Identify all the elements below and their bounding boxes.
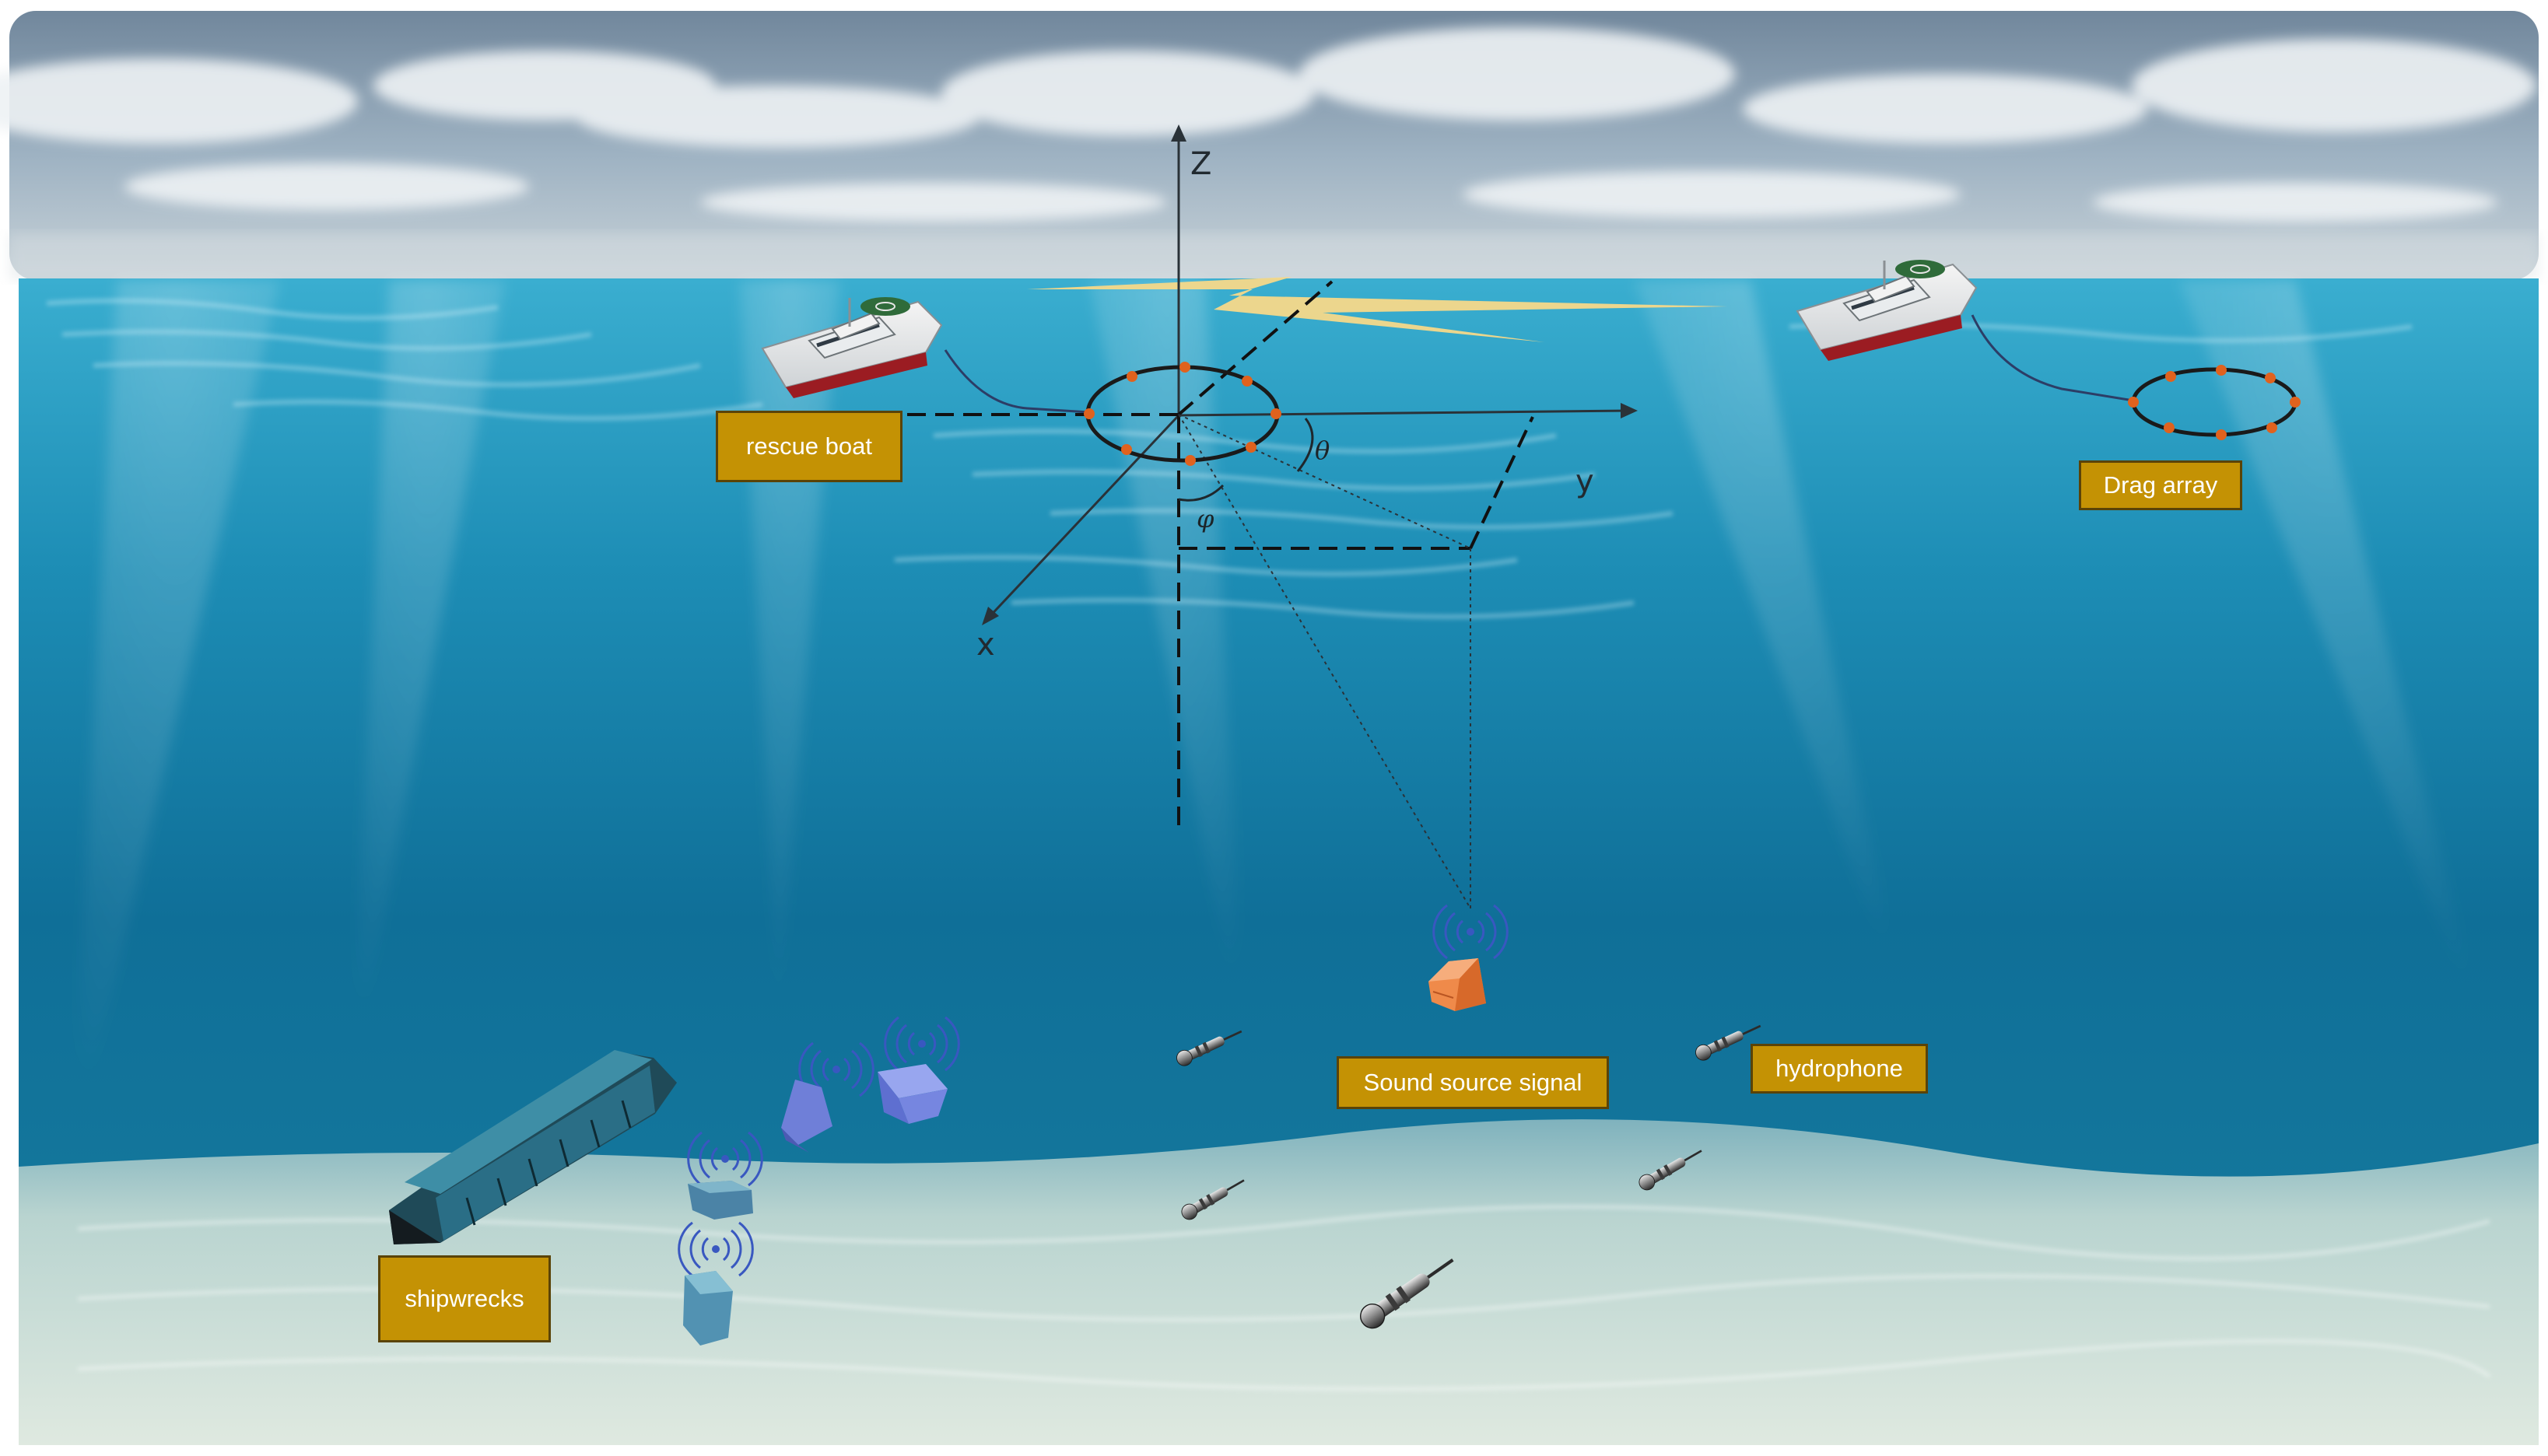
receiver-array-ring — [1084, 362, 1281, 466]
sound-source-box-icon — [1428, 958, 1486, 1011]
lightning-bolt-icon — [1027, 277, 1727, 342]
drag-array-ring — [2128, 365, 2301, 440]
cargo-box-icon — [688, 1181, 753, 1220]
rescue-boat-label: rescue boat — [716, 411, 902, 482]
debris-boxes — [678, 1016, 960, 1346]
direction-lines — [1178, 414, 1471, 909]
cargo-box-icon — [683, 1271, 733, 1346]
projection-lines — [907, 280, 1534, 828]
tow-cable — [944, 349, 1090, 414]
cargo-box-icon — [781, 1080, 832, 1153]
sound-source-signal-label: Sound source signal — [1337, 1056, 1609, 1109]
hydrophone-label: hydrophone — [1751, 1044, 1928, 1094]
y-axis-label: y — [1575, 464, 1594, 499]
phi-label: φ — [1197, 504, 1214, 534]
x-axis-label: x — [976, 627, 995, 663]
drag-array-cable — [1971, 314, 2134, 402]
drag-array-label: Drag array — [2079, 460, 2242, 510]
sky-panel — [0, 11, 2539, 280]
phi-angle-arc — [1178, 484, 1225, 502]
shipwrecks-label: shipwrecks — [378, 1255, 551, 1342]
seabed — [19, 1119, 2539, 1445]
cargo-box-icon — [878, 1064, 948, 1124]
theta-label: θ — [1315, 436, 1330, 465]
shipwreck-icon — [389, 1050, 677, 1244]
z-axis-label: Z — [1190, 146, 1211, 182]
theta-angle-arc — [1296, 418, 1314, 472]
